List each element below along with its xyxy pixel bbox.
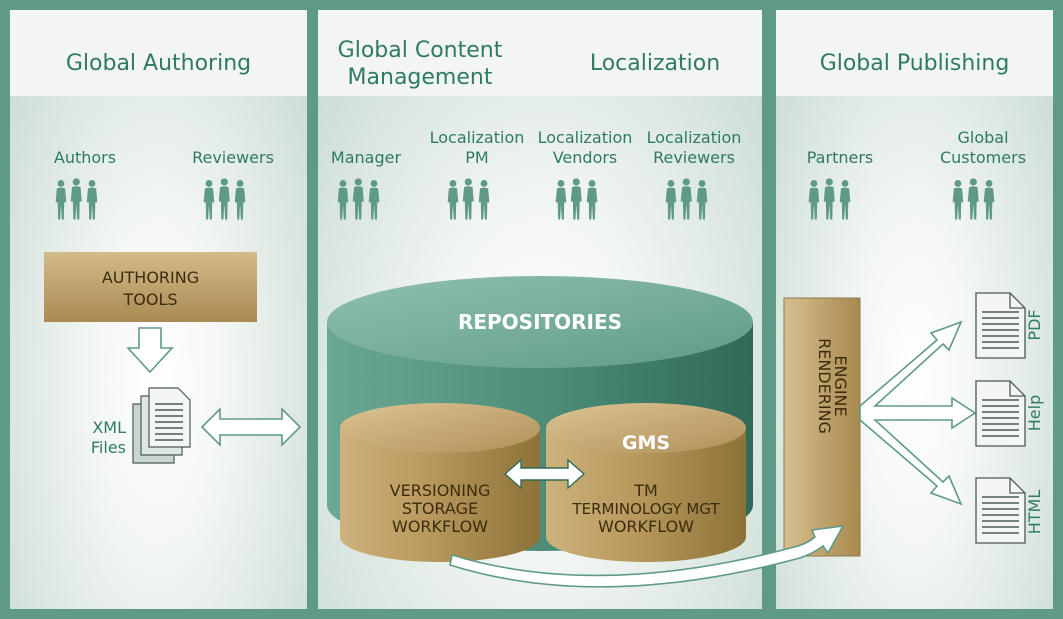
versioning-label-line3: WORKFLOW	[392, 517, 488, 536]
gms-title: GMS	[621, 432, 671, 454]
xml-files-icon	[132, 387, 191, 464]
rendering-engine-label-line2: ENGINE	[831, 355, 850, 416]
output-branch-arrows-icon	[859, 320, 977, 506]
rendering-engine-box	[783, 297, 861, 557]
html-document-icon	[975, 477, 1026, 544]
global-content-management-title-line2: Management	[347, 65, 493, 90]
role-localization-reviewers-line2: Reviewers	[653, 148, 735, 167]
role-localization-vendors-line1: Localization	[537, 128, 633, 147]
role-localization-pm-line2: PM	[465, 148, 489, 167]
versioning-label-line1: VERSIONING	[389, 481, 491, 500]
global-content-management-title-line1: Global Content	[337, 38, 503, 63]
reviewers-people-icon	[204, 178, 246, 219]
customers-people-icon	[953, 178, 995, 219]
authoring-tools-label-line2: TOOLS	[123, 290, 178, 309]
gms-label-line2: TERMINOLOGY MGT	[572, 500, 720, 518]
role-global-customers-line1: Global	[957, 128, 1009, 147]
rendering-engine-label-line1: RENDERING	[815, 338, 834, 434]
down-arrow-icon	[126, 327, 174, 374]
output-label-pdf: PDF	[1025, 309, 1044, 340]
role-localization-pm-line1: Localization	[429, 128, 525, 147]
output-label-html: HTML	[1025, 490, 1044, 535]
role-reviewers: Reviewers	[192, 148, 274, 167]
repositories-title: REPOSITORIES	[457, 310, 623, 334]
repository-to-rendering-arrow-icon	[449, 525, 845, 588]
role-localization-reviewers-line1: Localization	[646, 128, 742, 147]
help-document-icon	[975, 380, 1026, 447]
output-label-help: Help	[1025, 395, 1044, 431]
gms-cylinder	[546, 403, 746, 562]
authors-people-icon	[56, 178, 98, 219]
cylinders-double-arrow-icon	[503, 458, 586, 490]
gms-label-line1: TM	[634, 481, 658, 500]
xml-files-label-line2: Files	[90, 438, 126, 457]
localization-vendors-people-icon	[556, 178, 598, 219]
role-authors: Authors	[53, 148, 117, 167]
xml-repository-double-arrow-icon	[200, 407, 302, 447]
partners-people-icon	[809, 178, 851, 219]
gms-label-line3: WORKFLOW	[598, 517, 694, 536]
role-localization-vendors-line2: Vendors	[552, 148, 618, 167]
localization-title: Localization	[589, 51, 721, 76]
pdf-document-icon	[975, 292, 1026, 359]
global-publishing-title: Global Publishing	[819, 51, 1010, 76]
xml-files-label-line1: XML	[92, 418, 126, 437]
authoring-tools-box	[44, 252, 257, 322]
versioning-label-line2: STORAGE	[401, 499, 479, 518]
role-partners: Partners	[806, 148, 874, 167]
manager-people-icon	[338, 178, 380, 219]
localization-reviewers-people-icon	[666, 178, 708, 219]
global-authoring-title: Global Authoring	[65, 51, 252, 76]
role-manager: Manager	[330, 148, 402, 167]
localization-pm-people-icon	[448, 178, 490, 219]
versioning-cylinder	[340, 403, 540, 562]
authoring-tools-label-line1: AUTHORING	[101, 268, 200, 287]
role-global-customers-line2: Customers	[939, 148, 1027, 167]
